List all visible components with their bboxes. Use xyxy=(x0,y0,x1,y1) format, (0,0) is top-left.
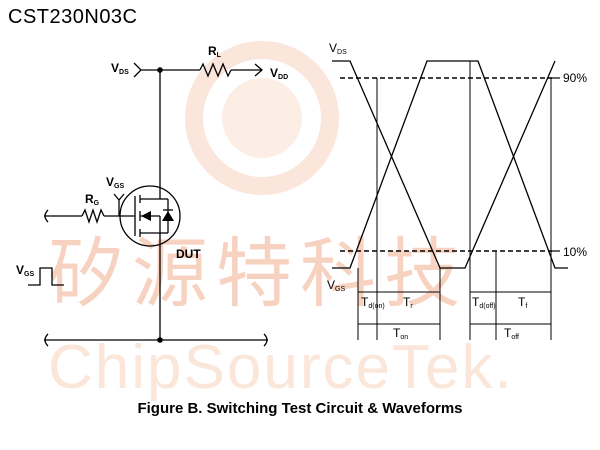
timing-markers xyxy=(357,61,552,340)
vgs-probe-arrow xyxy=(113,193,125,202)
body-arrow xyxy=(141,211,151,221)
vds-waveform-label: VDS xyxy=(329,41,347,56)
diode-triangle xyxy=(162,211,174,221)
figure-caption: Figure B. Switching Test Circuit & Wavef… xyxy=(137,400,463,417)
waveform-plot xyxy=(332,60,568,340)
ground-break-right xyxy=(263,333,268,347)
input-pulse xyxy=(28,267,64,286)
watermark-chinese: 矽源特科技 xyxy=(48,229,468,318)
vdd-terminal-arrow xyxy=(254,63,263,77)
vds-waveform xyxy=(332,60,556,269)
vds-terminal-arrow xyxy=(133,62,142,78)
node-drain xyxy=(157,67,163,73)
watermark-english: ChipSourceTek. xyxy=(48,333,514,402)
vgs-input-label: VGS xyxy=(16,263,34,278)
tf-label: Tf xyxy=(518,295,527,310)
vds-label: VDS xyxy=(111,61,129,76)
vgs-waveform xyxy=(332,60,568,269)
dut-label: DUT xyxy=(176,247,201,261)
level-90-label: 90% xyxy=(563,71,587,85)
rl-label: RL xyxy=(208,44,222,59)
vdd-label: VDD xyxy=(270,66,288,81)
vgs-gate-label: VGS xyxy=(106,175,124,190)
level-10-label: 10% xyxy=(563,245,587,259)
rg-resistor xyxy=(81,207,105,225)
node-ground xyxy=(157,337,163,343)
td-on-label: Td(on) xyxy=(361,295,385,310)
td-off-label: Td(off) xyxy=(472,295,496,310)
rg-label: RG xyxy=(85,192,100,207)
ton-label: Ton xyxy=(393,326,408,341)
toff-label: Toff xyxy=(504,326,519,341)
ground-break-left xyxy=(44,333,49,347)
gate-input-break xyxy=(44,209,49,223)
tr-label: Tr xyxy=(403,295,413,310)
part-number-title: CST230N03C xyxy=(8,6,138,28)
test-circuit xyxy=(28,62,268,347)
rl-resistor xyxy=(199,62,232,78)
vgs-waveform-label: VGS xyxy=(327,278,345,293)
